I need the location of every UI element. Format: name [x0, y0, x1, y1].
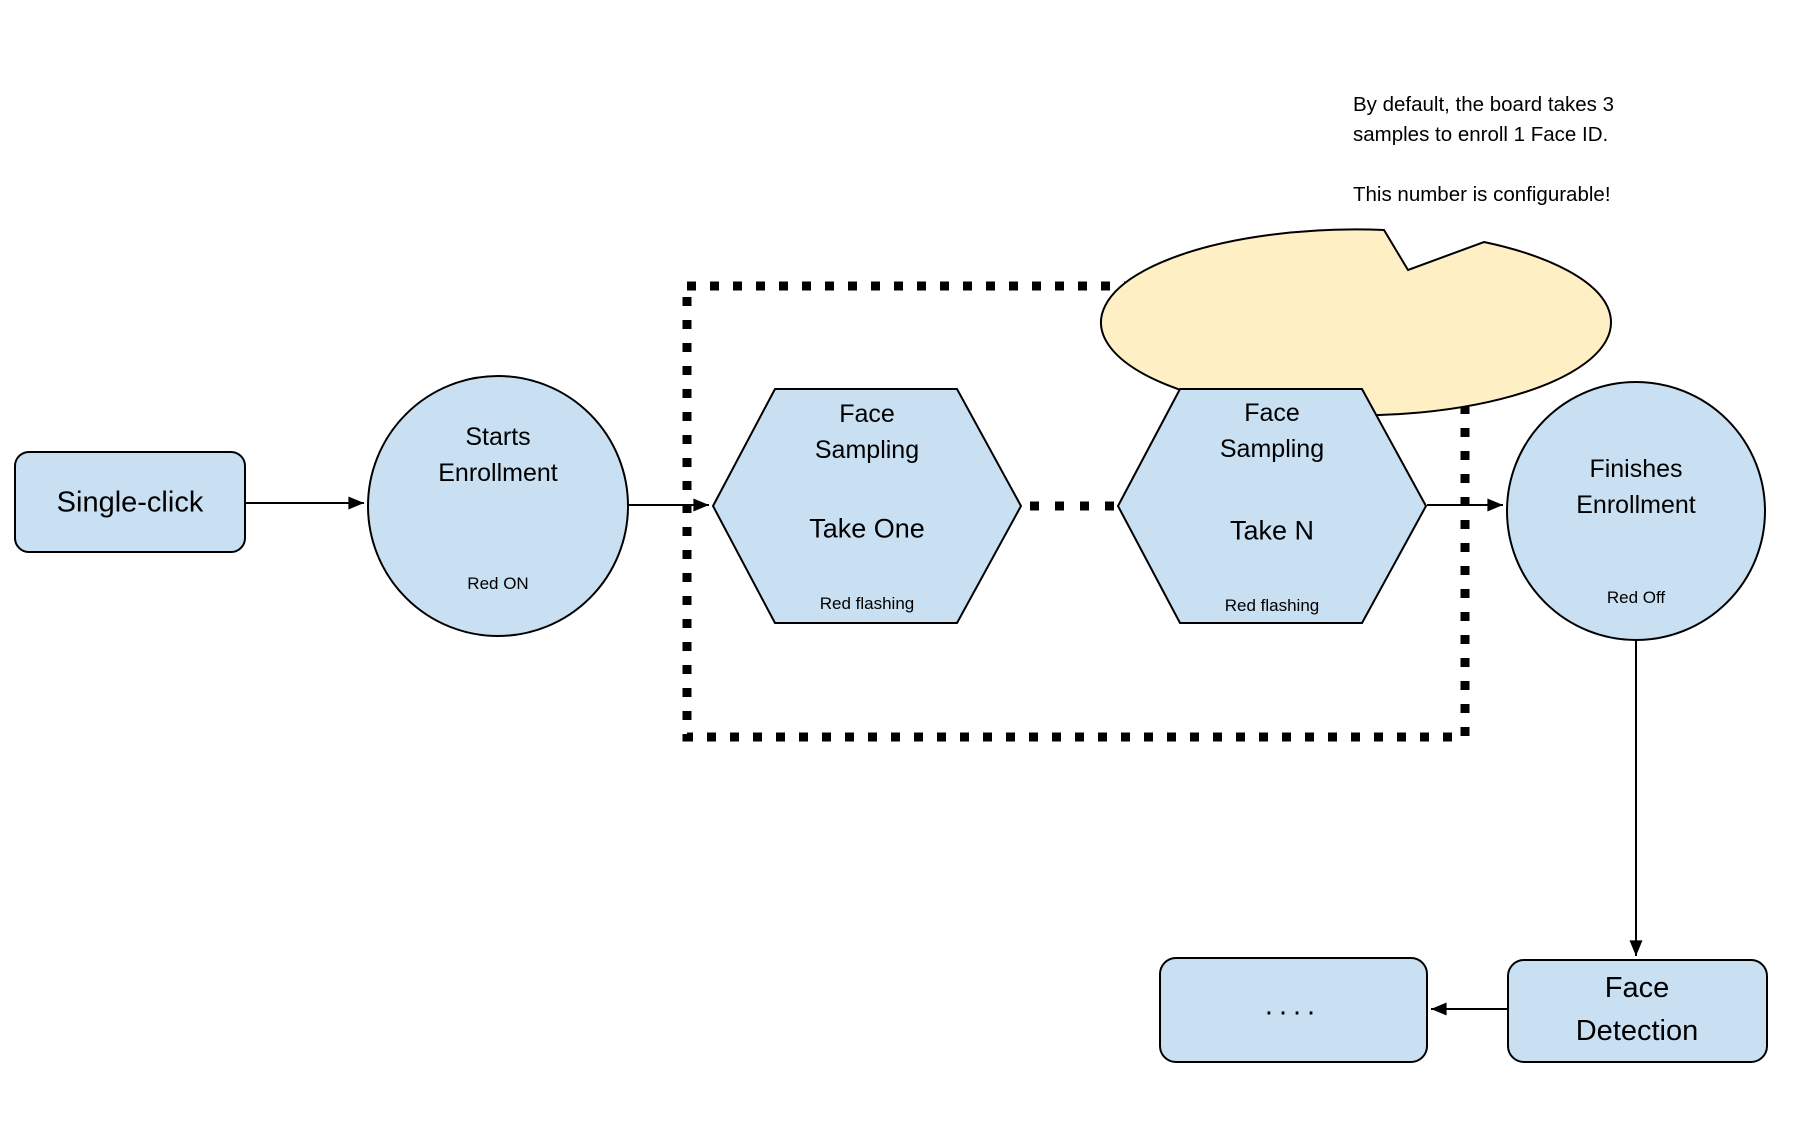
face-sampling-take-n-take-label: Take N [1229, 515, 1315, 546]
face-sampling-take-one-label: Face Sampling [815, 396, 919, 468]
callout-line1: By default, the board takes 3 [1353, 93, 1614, 116]
single-click-label: Single-click [56, 486, 204, 519]
face-sampling-take-one-take-label: Take One [809, 513, 925, 544]
face-sampling-take-one-node-shape [711, 388, 1023, 624]
face-sampling-take-n-node-shape [1116, 388, 1428, 624]
face-sampling-take-n-label-line1: Face [1244, 399, 1300, 427]
starts-enrollment-status: Red ON [467, 574, 529, 593]
starts-enrollment-label: Starts Enrollment [438, 419, 558, 491]
face-sampling-take-one-status: Red flashing [819, 594, 915, 613]
callout-text-block: By default, the board takes 3 samples to… [1353, 90, 1614, 150]
sampling-group-dotted-border [682, 281, 1470, 742]
continuation-node-shape [1159, 957, 1428, 1063]
face-sampling-take-one-label-line2: Sampling [814, 436, 920, 464]
face-detection-node-shape [1507, 959, 1768, 1063]
face-sampling-take-n-label: Face Sampling [1220, 395, 1324, 467]
callout-bubble-shape [1100, 228, 1613, 417]
callout-line3: This number is configurable! [1353, 183, 1611, 206]
face-sampling-take-one-label-line1: Face [839, 400, 895, 428]
face-sampling-take-n-status: Red flashing [1224, 596, 1320, 615]
starts-enrollment-node-shape [367, 375, 629, 637]
face-detection-label: Face Detection [1576, 967, 1699, 1053]
face-detection-label-line2: Detection [1575, 1015, 1699, 1047]
finishes-enrollment-status: Red Off [1606, 588, 1666, 607]
finishes-enrollment-label: Finishes Enrollment [1576, 451, 1696, 523]
starts-enrollment-label-line1: Starts [465, 423, 531, 451]
finishes-enrollment-label-line1: Finishes [1589, 455, 1683, 483]
callout-line2: samples to enroll 1 Face ID. [1353, 123, 1609, 146]
continuation-label: .... [1264, 989, 1322, 1022]
face-detection-label-line1: Face [1604, 972, 1670, 1004]
face-sampling-take-n-label-line2: Sampling [1219, 435, 1325, 463]
finishes-enrollment-label-line2: Enrollment [1576, 491, 1696, 519]
starts-enrollment-label-line2: Enrollment [438, 459, 558, 487]
callout-text-block-2: This number is configurable! [1353, 180, 1611, 210]
